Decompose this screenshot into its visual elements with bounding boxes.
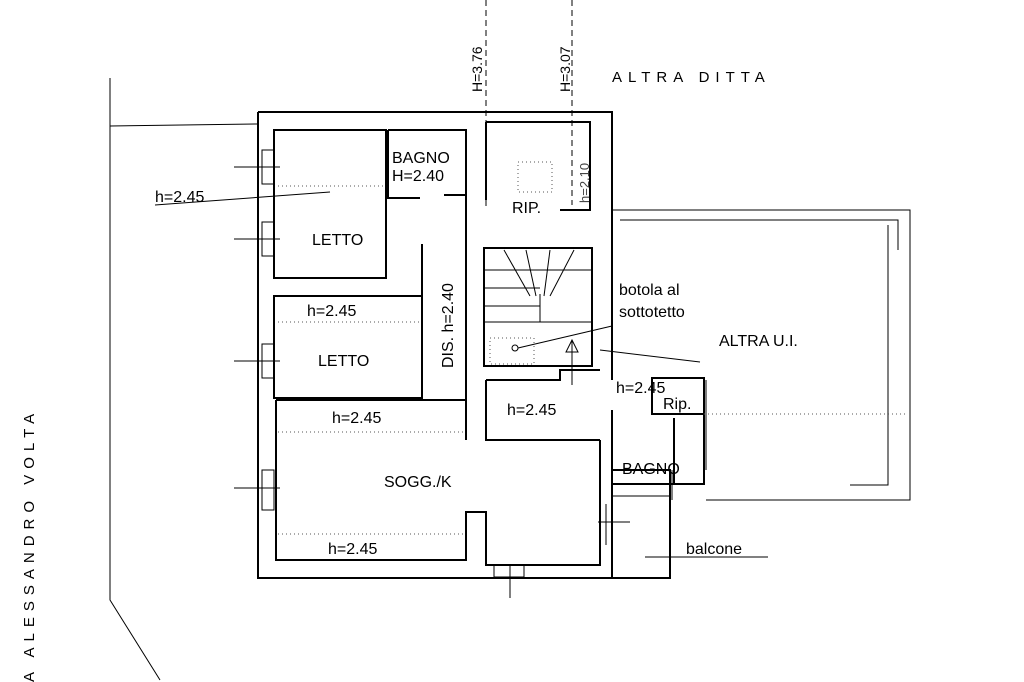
other-unit-label: ALTRA U.I.	[719, 333, 798, 350]
small-rip-label: Rip.	[663, 396, 691, 413]
staircase	[484, 249, 613, 365]
letto-1-label: LETTO	[312, 232, 363, 249]
bagno-top-label: BAGNO	[392, 150, 450, 167]
door-marks	[493, 338, 630, 598]
soggiorno-height-bottom: h=2.45	[328, 541, 377, 558]
disimpegno-label: DIS. h=2.40	[440, 283, 457, 368]
ripostiglio-height: h=2.10	[577, 163, 592, 203]
outer-walls	[257, 111, 671, 579]
hatch-note-line1: botola al	[619, 282, 680, 299]
soggiorno-label: SOGG./K	[384, 474, 452, 491]
soggiorno-height-top: h=2.45	[332, 410, 381, 427]
balcone-label: balcone	[686, 541, 742, 558]
letto-1-height: h=2.45	[155, 189, 204, 206]
adjacent-unit	[599, 209, 911, 501]
section-mark-1: H=3.76	[469, 46, 485, 92]
bagno-top-height: H=2.40	[392, 168, 444, 185]
letto-2-height: h=2.45	[307, 303, 356, 320]
letto-2-label: LETTO	[318, 353, 369, 370]
neighbour-label: ALTRA DITTA	[612, 69, 771, 86]
street-boundary	[109, 78, 259, 681]
hatch-note-line2: sottotetto	[619, 304, 685, 321]
small-rip-height: h=2.45	[616, 380, 665, 397]
street-label: A ALESSANDRO VOLTA	[21, 408, 38, 682]
section-mark-2: H=3.07	[557, 46, 573, 92]
ceiling-lines	[278, 161, 906, 535]
west-windows	[234, 149, 280, 511]
bagno-bottom-label: BAGNO	[622, 461, 680, 478]
leader-lines	[154, 191, 768, 558]
interior-walls	[273, 121, 705, 579]
ripostiglio-label: RIP.	[512, 200, 541, 217]
entry-height: h=2.45	[507, 402, 556, 419]
section-lines	[485, 0, 573, 210]
